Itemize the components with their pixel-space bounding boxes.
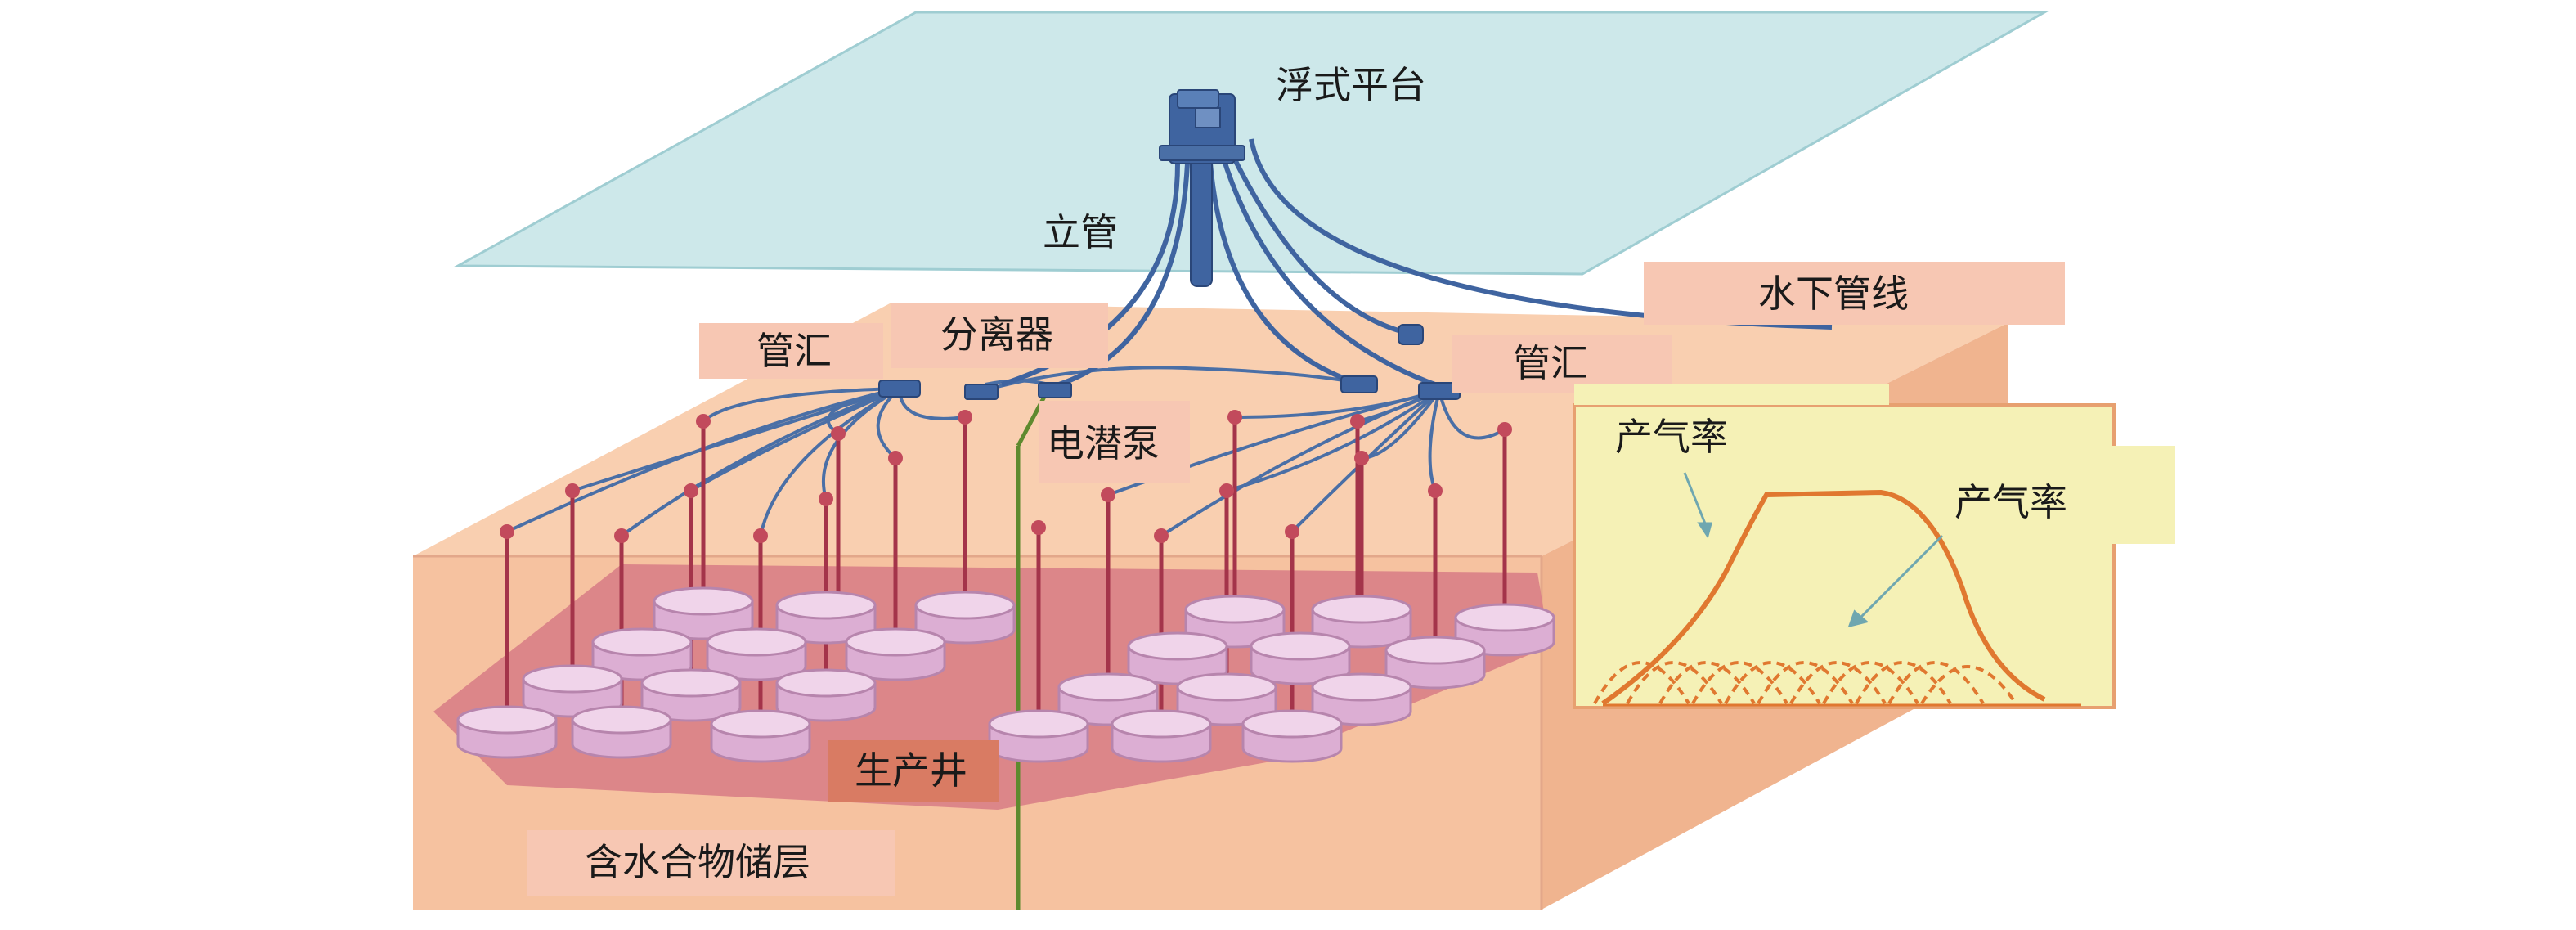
chart-arrows <box>1683 472 1944 628</box>
label-subsea-pipeline: 水下管线 <box>1758 272 1909 316</box>
well-heads <box>500 410 1512 543</box>
label-manifold-left: 管汇 <box>756 329 832 373</box>
label-reservoir: 含水合物储层 <box>585 840 810 884</box>
label-separator: 分离器 <box>940 312 1053 357</box>
label-esp: 电潜泵 <box>1047 421 1160 465</box>
single-well-rate-curves <box>1593 661 2017 705</box>
manifold-left-unit <box>878 380 921 398</box>
pipeline-connector <box>1398 324 1424 345</box>
total-rate-curve <box>1601 489 2046 706</box>
label-riser: 立管 <box>1043 210 1118 254</box>
riser-tower <box>1159 89 1245 287</box>
label-gas-rate-total: 产气率 <box>1615 415 1728 459</box>
separator-unit-1 <box>964 384 999 400</box>
label-gas-rate-single: 产气率 <box>1954 480 2067 524</box>
label-platform: 浮式平台 <box>1276 63 1426 107</box>
production-well-box <box>828 740 999 802</box>
gas-rate-chart <box>1573 384 2175 709</box>
label-production-well: 生产井 <box>855 748 967 793</box>
label-boxes <box>527 262 2065 896</box>
subsea-equipment <box>878 324 1461 400</box>
manifold-right-unit-1 <box>1340 375 1378 393</box>
separator-unit-2 <box>1038 382 1072 398</box>
label-manifold-right: 管汇 <box>1513 341 1588 385</box>
diagram-labels: 浮式平台 立管 水下管线 管汇 分离器 管汇 电潜泵 生产井 含水合物储层 产气… <box>585 63 2067 884</box>
